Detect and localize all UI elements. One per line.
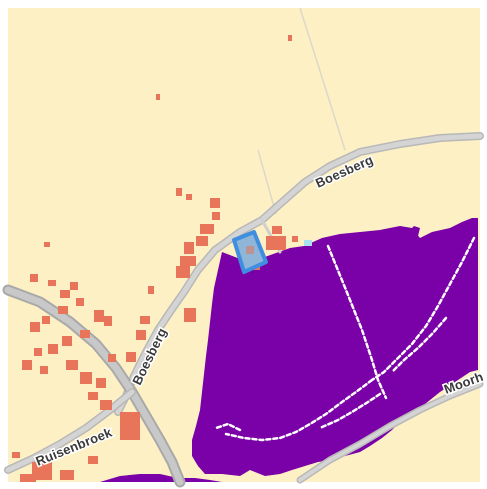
building	[176, 266, 190, 278]
building	[58, 306, 68, 314]
building	[100, 400, 112, 410]
building	[32, 462, 52, 480]
building	[30, 274, 38, 282]
building	[34, 348, 42, 356]
building	[80, 372, 92, 384]
building	[180, 256, 196, 266]
building	[136, 330, 146, 340]
building	[186, 194, 192, 200]
building	[76, 298, 84, 306]
flood-zone-main	[192, 218, 478, 476]
building	[140, 316, 150, 324]
field-path-north	[299, 7, 346, 151]
building	[48, 280, 56, 286]
building	[30, 322, 40, 332]
building	[246, 246, 254, 254]
building	[48, 344, 58, 354]
building	[60, 470, 74, 480]
field-path-center	[257, 149, 277, 215]
building	[184, 242, 194, 254]
building	[176, 188, 182, 196]
building	[120, 412, 140, 440]
building	[96, 378, 106, 388]
building	[40, 366, 48, 374]
road-moorhoek-inner	[298, 382, 482, 482]
building	[292, 236, 298, 242]
building	[288, 35, 292, 41]
building	[88, 392, 98, 400]
building	[88, 456, 98, 464]
building	[12, 452, 20, 458]
building	[212, 212, 220, 220]
building	[184, 308, 196, 322]
building	[196, 236, 208, 246]
building	[272, 226, 282, 234]
buildings	[12, 35, 298, 482]
building	[62, 336, 72, 346]
building	[126, 352, 136, 362]
drainage-lines	[214, 236, 476, 442]
drainage-line-2	[370, 236, 476, 382]
building	[156, 94, 160, 100]
building	[70, 282, 78, 290]
building	[108, 354, 116, 362]
building	[20, 474, 36, 482]
drainage-line-5	[318, 392, 382, 430]
building	[60, 290, 70, 298]
building	[104, 316, 112, 326]
drainage-line-1	[326, 244, 388, 400]
building	[22, 360, 32, 370]
road-boesberg-inner	[115, 133, 483, 415]
building	[210, 198, 220, 208]
building	[266, 236, 286, 250]
flood-zone-south-strip	[100, 474, 222, 482]
field-paths	[257, 7, 346, 215]
building	[44, 242, 50, 247]
building	[80, 330, 90, 338]
flood-zone-east-edge	[408, 226, 420, 236]
roads	[2, 132, 484, 488]
water-patch	[304, 240, 312, 246]
building	[66, 360, 78, 370]
drainage-line-3	[390, 316, 448, 374]
road-main-ns-inner	[4, 286, 184, 486]
building	[200, 224, 214, 234]
drainage-line-6	[214, 422, 242, 432]
flood-zone	[100, 218, 478, 482]
building	[42, 316, 50, 324]
building	[94, 310, 104, 322]
road-ruisenbroek-inner	[5, 389, 135, 473]
building	[148, 286, 154, 294]
drainage-line-4	[224, 378, 374, 442]
